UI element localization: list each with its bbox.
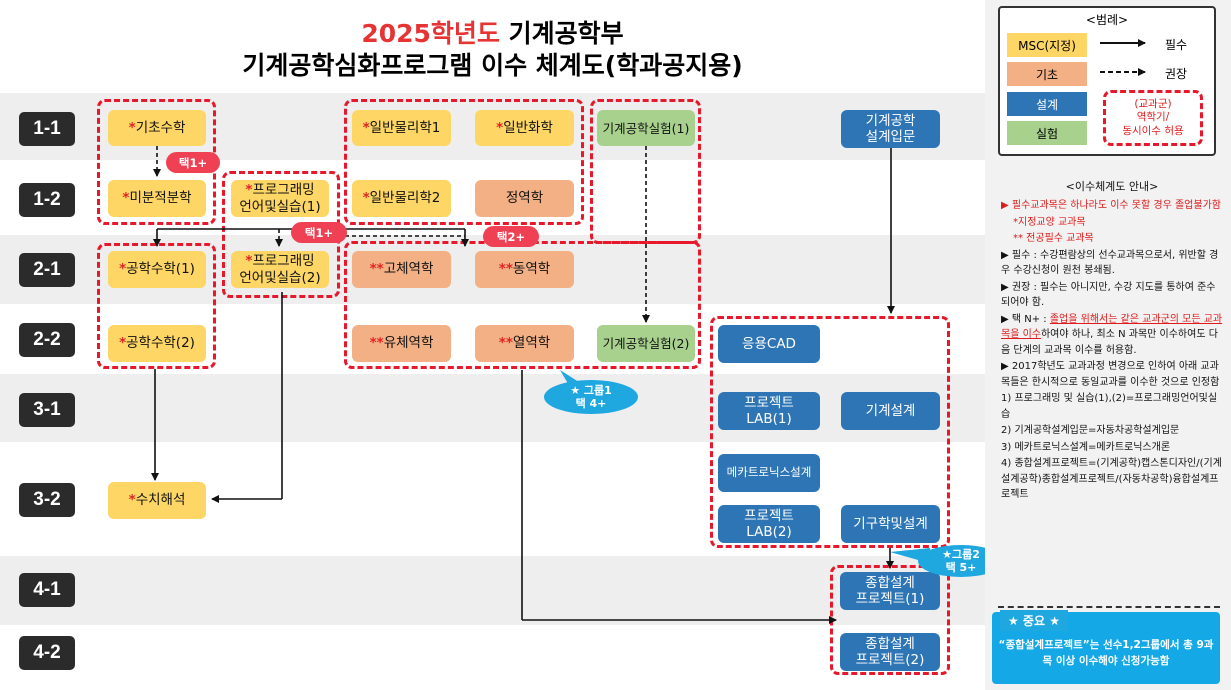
course-solid-mechanics[interactable]: **고체역학 [352,251,451,288]
legend-lab-swatch: 실험 [1007,121,1087,145]
course-lab-2[interactable]: 기계공학실험(2) [597,325,695,362]
course-capstone-2[interactable]: 종합설계 프로젝트(2) [840,633,940,671]
row-band [0,374,985,442]
notes-item: 2) 기계공학설계입문=자동차공학설계입문 [1001,425,1180,437]
course-programming-2[interactable]: *프로그래밍 언어및실습(2) [231,251,329,288]
course-programming-1[interactable]: *프로그래밍 언어및실습(1) [231,180,329,217]
course-fluid-mechanics[interactable]: **유체역학 [352,325,451,362]
course-project-lab-2[interactable]: 프로젝트 LAB(2) [718,505,820,543]
legend-design-swatch: 설계 [1007,92,1087,116]
course-eng-math-1[interactable]: *공학수학(1) [108,251,206,288]
badge-pick1-math: 택1+ [166,152,220,173]
course-project-lab-1[interactable]: 프로젝트 LAB(1) [718,392,820,430]
legend-msc-swatch: MSC(지정) [1007,33,1087,57]
course-thermodynamics[interactable]: **열역학 [475,325,574,362]
course-machine-design[interactable]: 기계설계 [841,392,940,430]
course-applied-cad[interactable]: 응용CAD [718,325,820,363]
legend-required-label: 필수 [1165,38,1188,52]
badge-pick1-programming: 택1+ [291,222,347,243]
course-statics[interactable]: 정역학 [475,180,574,217]
legend-title: <범례> [1085,13,1129,27]
semester-label: 3-2 [19,483,75,517]
legend: <범례> MSC(지정) 기초 설계 실험 필수 권장 (교과군) 역학기/ 동… [998,6,1216,156]
notes-item: ▶ 필수 : 수강편람상의 선수교과목으로서, 위반할 경우 수강신청이 원천 … [1001,249,1219,277]
legend-group-note: (교과군) 역학기/ 동시이수 허용 [1103,90,1203,146]
notes-item: 3) 메카트로닉스설계=메카트로닉스개론 [1001,441,1171,453]
course-physics-1[interactable]: *일반물리학1 [352,110,451,146]
semester-label: 4-1 [19,573,75,607]
row-band [0,556,985,625]
legend-arrow-icons [1100,39,1146,76]
notes-divider [998,606,1220,608]
course-lab-1[interactable]: 기계공학실험(1) [597,110,695,146]
notes-item: 4) 종합설계프로젝트=(기계공학)캡스톤디자인/(기계설계공학)종합설계프로젝… [1001,458,1222,501]
semester-label: 4-2 [19,636,75,670]
title-line1: 2025학년도 기계공학부 [361,19,624,48]
course-capstone-1[interactable]: 종합설계 프로젝트(1) [840,572,940,610]
course-dynamics[interactable]: **동역학 [475,251,574,288]
important-title: ★ 중요 ★ [1000,610,1068,631]
course-basic-math[interactable]: *기초수학 [108,110,206,146]
group-outline-design-group [710,316,950,548]
notes-item: 1) 프로그래밍 및 실습(1),(2)=프로그래밍언어및실습 [1001,393,1218,420]
semester-label: 1-1 [19,112,75,146]
semester-label: 2-1 [19,253,75,287]
guide-notes: <이수체계도 안내> ▶ 필수교과목은 하나라도 이수 못할 경우 졸업불가함 … [1001,178,1223,504]
notes-item: ▶ 2017학년도 교과과정 변경으로 인하여 아래 교과목들은 한시적으로 동… [1001,361,1220,388]
notes-item: ▶ 필수교과목은 하나라도 이수 못할 경우 졸업불가함 [1001,200,1221,212]
course-chemistry[interactable]: *일반화학 [475,110,574,146]
notes-item: *지정교양 교과목 [1013,216,1086,228]
notes-item: ▶ 택 N+ : 졸업을 위해서는 같은 교과군의 모든 교과목을 이수하여야 … [1001,313,1223,356]
course-calculus[interactable]: *미분적분학 [108,180,206,217]
notes-item: ▶ 권장 : 필수는 아니지만, 수강 지도를 통하여 준수되어야 함. [1001,281,1216,309]
important-box: ★ 중요 ★ “종합설계프로젝트”는 선수1,2그룹에서 총 9과목 이상 이수… [992,610,1220,684]
important-text: “종합설계프로젝트”는 선수1,2그룹에서 총 9과목 이상 이수해야 신청가능… [998,639,1214,667]
course-mechatronics-design[interactable]: 메카트로닉스설계 [718,454,820,492]
semester-label: 2-2 [19,323,75,357]
legend-basic-swatch: 기초 [1007,62,1087,86]
group-outline-science [344,99,584,225]
notes-title: <이수체계도 안내> [1065,180,1159,193]
notes-item: ** 전공필수 교과목 [1013,233,1094,245]
semester-label: 3-1 [19,393,75,427]
legend-recommended-label: 권장 [1165,67,1188,81]
semester-label: 1-2 [19,183,75,217]
title-line2: 기계공학심화프로그램 이수 체계도(학과공지용) [242,51,743,80]
course-mechanism-design[interactable]: 기구학및설계 [841,505,940,543]
course-eng-math-2[interactable]: *공학수학(2) [108,325,206,362]
course-physics-2[interactable]: *일반물리학2 [352,180,451,217]
badge-pick2-science: 택2+ [483,226,539,247]
course-numerical-analysis[interactable]: *수치해석 [108,482,206,519]
course-intro-design[interactable]: 기계공학 설계입문 [841,110,940,148]
